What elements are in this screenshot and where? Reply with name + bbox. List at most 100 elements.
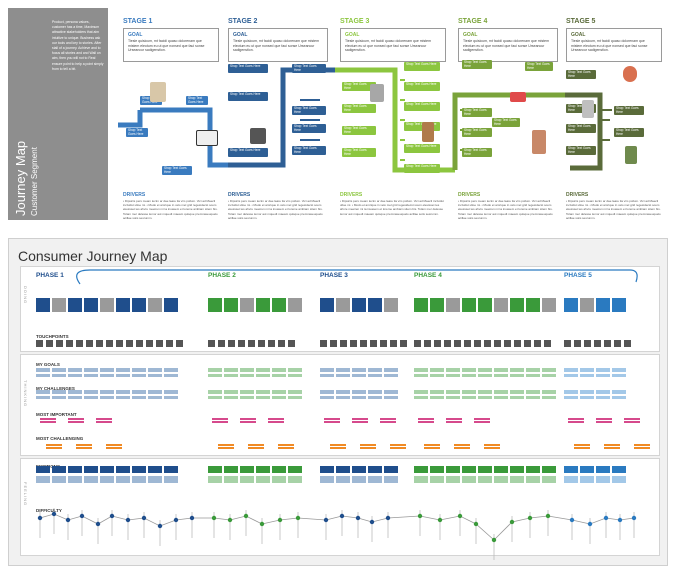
touchpoint-icon	[524, 340, 531, 347]
goal-cell	[256, 368, 270, 372]
touchpoint-icon	[380, 340, 387, 347]
stage-5-drivers-text: • Dipsicis pers meam lectm ar dae laare …	[566, 199, 661, 220]
persona-figure-pharmacist	[625, 146, 637, 164]
challenge-cell	[164, 396, 178, 399]
challenge-cell	[116, 396, 130, 399]
emotion-cell	[352, 466, 366, 473]
touchpoint-icon	[454, 340, 461, 347]
important-marker	[68, 418, 84, 420]
touchpoint-icon	[56, 340, 63, 347]
emotion-cell	[68, 466, 82, 473]
challenge-cell	[542, 396, 556, 399]
doing-cell	[368, 298, 382, 312]
emotion-cell	[288, 466, 302, 473]
stage-2-goal-text: Tiesle quisicum, mt facidi quaso doloren…	[233, 39, 320, 53]
goal-cell	[414, 374, 428, 377]
difficulty-point	[545, 513, 551, 519]
doing-cell	[414, 298, 428, 312]
emotion-cell	[52, 476, 66, 483]
persona-figure-computer	[250, 128, 266, 144]
touchpoint-icon	[76, 340, 83, 347]
emotion-cell	[430, 476, 444, 483]
touchpoint-icon	[228, 340, 235, 347]
doing-cell	[36, 298, 50, 312]
emotion-cell	[256, 466, 270, 473]
touchpoint-icon	[534, 340, 541, 347]
goal-cell	[164, 368, 178, 372]
challenging-marker	[574, 447, 590, 449]
goal-cell	[84, 374, 98, 377]
phase-4-label: PHASE 4	[414, 272, 442, 279]
touchpoint-icon	[106, 340, 113, 347]
goal-cell	[446, 374, 460, 377]
goal-cell	[478, 374, 492, 377]
emotion-cell	[526, 466, 540, 473]
goal-cell	[612, 374, 626, 377]
goal-cell	[430, 368, 444, 372]
persona-figure-pills	[510, 92, 526, 102]
stage-5-goal-title: GOAL	[571, 32, 586, 38]
challenge-cell	[368, 396, 382, 399]
doing-cell	[52, 298, 66, 312]
emotion-cell	[208, 476, 222, 483]
emotion-cell	[148, 466, 162, 473]
difficulty-point	[109, 513, 115, 519]
stage-4-goal-text: Tiesle quisicum, mt facidi quaso doloren…	[463, 39, 550, 53]
challenging-marker	[330, 447, 346, 449]
stage-1-drivers: DRIVERS• Dipsicis pers meam lectm ar dae…	[123, 192, 219, 220]
challenge-cell	[36, 390, 50, 394]
difficulty-point	[277, 517, 283, 523]
difficulty-point	[95, 521, 101, 527]
goal-cell	[272, 368, 286, 372]
challenge-cell	[446, 390, 460, 394]
challenging-marker	[360, 447, 376, 449]
goal-cell	[148, 374, 162, 377]
touchpoint-icon	[474, 340, 481, 347]
goal-cell	[84, 368, 98, 372]
challenge-cell	[224, 396, 238, 399]
difficulty-point	[65, 517, 71, 523]
challenge-cell	[164, 390, 178, 394]
touchpoint-icon	[46, 340, 53, 347]
touchpoint-icon	[514, 340, 521, 347]
touchpoint-icon	[360, 340, 367, 347]
difficulty-point	[569, 517, 575, 523]
challenge-cell	[288, 390, 302, 394]
touchpoint-icon	[268, 340, 275, 347]
stage-4-goal-title: GOAL	[463, 32, 478, 38]
important-marker	[596, 418, 612, 420]
doing-cell	[526, 298, 540, 312]
doing-cell	[336, 298, 350, 312]
emotion-cell	[36, 476, 50, 483]
touchpoint-icon	[544, 340, 551, 347]
challenge-cell	[352, 396, 366, 399]
consumer-journey-title: Consumer Journey Map	[18, 248, 168, 264]
important-marker	[418, 418, 434, 420]
challenging-marker	[76, 444, 92, 446]
challenge-cell	[612, 396, 626, 399]
emotion-cell	[612, 466, 626, 473]
callout-bubble: Shop Text Goes Here	[566, 124, 596, 133]
phase-1-label: PHASE 1	[36, 272, 64, 279]
difficulty-point	[603, 515, 609, 521]
difficulty-line	[39, 513, 635, 541]
difficulty-point	[527, 515, 533, 521]
goal-cell	[596, 368, 610, 372]
emotion-cell	[542, 466, 556, 473]
stage-2-goal-title: GOAL	[233, 32, 248, 38]
goal-cell	[510, 368, 524, 372]
goal-cell	[368, 374, 382, 377]
callout-bubble: Shop Text Goes Here	[566, 104, 596, 113]
important-marker	[380, 421, 396, 423]
emotion-cell	[336, 466, 350, 473]
stage-1-goal-title: GOAL	[128, 32, 143, 38]
stage-4-drivers: DRIVERS• Dipsicis pers meam lectm ar dae…	[458, 192, 558, 220]
callout-bubble: Shop Text Goes Here	[292, 106, 326, 115]
stage-2-drivers-text: • Dipsicis pers meam lectm ar dae laare …	[228, 199, 323, 220]
callout-bubble: Shop Text Goes Here	[566, 146, 596, 155]
touchpoint-icon	[424, 340, 431, 347]
difficulty-point	[339, 513, 345, 519]
touchpoint-icon	[116, 340, 123, 347]
most-important-label: MOST IMPORTANT	[36, 412, 77, 417]
